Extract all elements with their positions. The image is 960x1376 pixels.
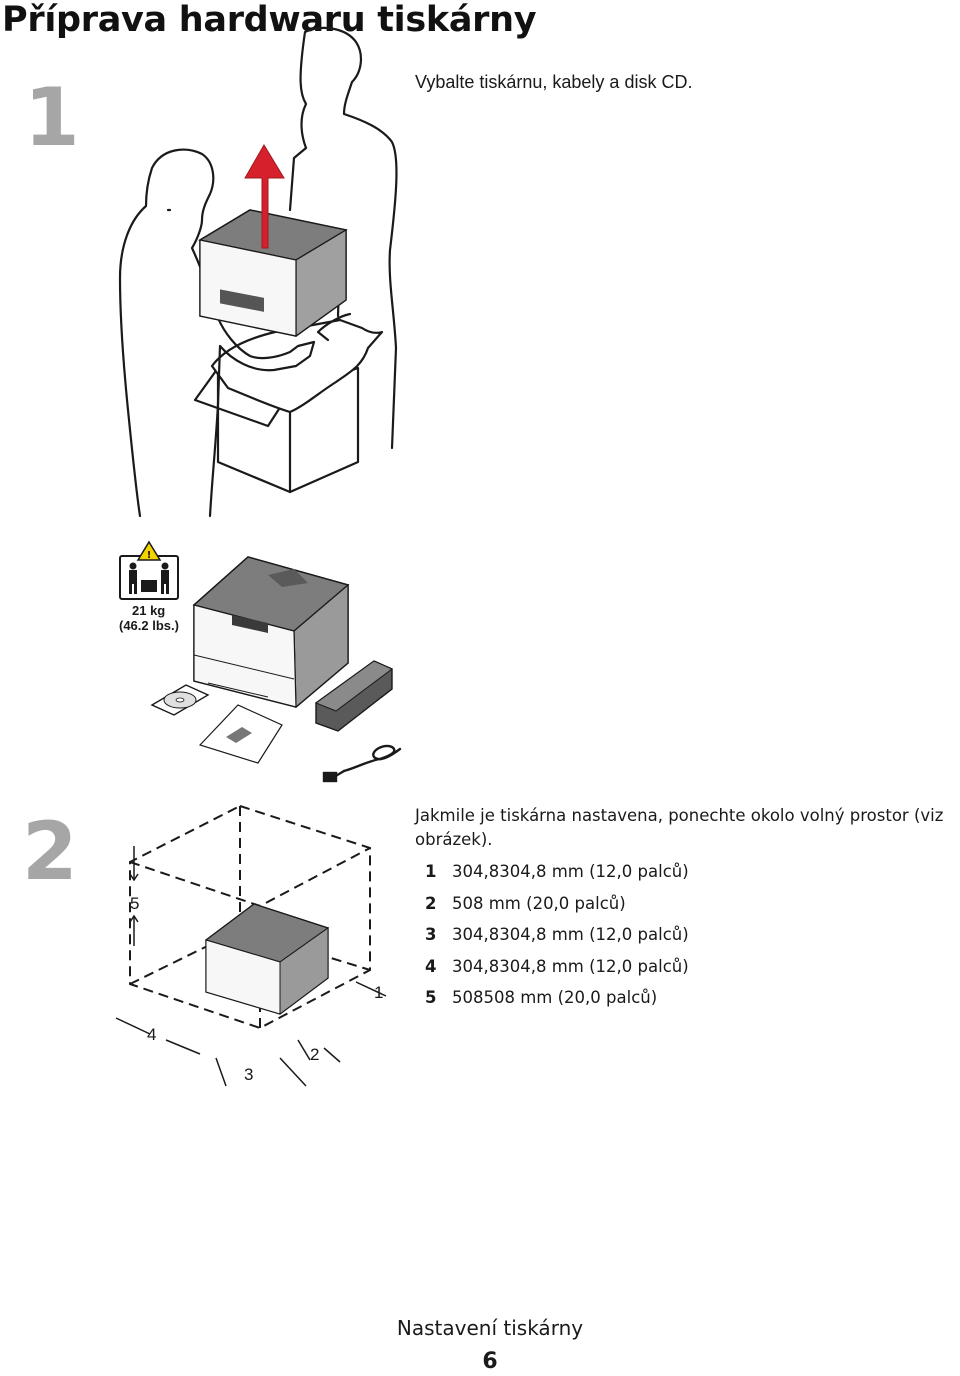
list-item: 4 304,8304,8 mm (12,0 palců) bbox=[425, 955, 689, 987]
person-back bbox=[299, 26, 398, 450]
step-1-number: 1 bbox=[24, 71, 80, 164]
setup-sheet bbox=[198, 704, 283, 764]
step-2-number: 2 bbox=[22, 805, 78, 898]
list-item: 5 508508 mm (20,0 palců) bbox=[425, 986, 689, 1018]
diagram-label-2: 2 bbox=[310, 1045, 319, 1064]
clearance-number: 2 bbox=[425, 893, 437, 913]
footer-section-title: Nastavení tiskárny bbox=[396, 1316, 584, 1340]
lift-arrow-icon bbox=[244, 144, 285, 249]
printer-clearance bbox=[204, 903, 330, 1015]
list-item: 2 508 mm (20,0 palců) bbox=[425, 892, 689, 924]
printer-lifted bbox=[198, 209, 348, 338]
clearance-list: 1 304,8304,8 mm (12,0 palců) 2 508 mm (20,… bbox=[425, 860, 689, 1018]
power-cord bbox=[322, 744, 402, 783]
two-person-lift-icon: ! bbox=[119, 540, 179, 600]
package-contents-illustration bbox=[150, 556, 402, 783]
diagram-label-3: 3 bbox=[244, 1065, 253, 1084]
diagram-label-1: 1 bbox=[374, 983, 383, 1002]
clearance-number: 1 bbox=[425, 862, 437, 881]
step-2-instruction: Jakmile je tiskárna nastavena, ponechte … bbox=[415, 804, 960, 852]
cd-disk bbox=[150, 684, 210, 716]
weight-label-kg: 21 kg bbox=[132, 603, 166, 618]
clearance-number: 5 bbox=[425, 988, 437, 1007]
clearance-number: 3 bbox=[425, 925, 437, 944]
step-2-instruction-line-2: obrázek). bbox=[415, 830, 493, 849]
clearance-number: 4 bbox=[425, 956, 437, 976]
step-2-instruction-line-1: Jakmile je tiskárna nastavena, ponechte … bbox=[415, 806, 944, 825]
clearance-text: 304,8304,8 mm (12,0 palců) bbox=[452, 956, 689, 976]
warning-icon bbox=[136, 540, 162, 561]
page-title: Příprava hardwaru tiskárny bbox=[2, 0, 537, 40]
list-item: 3 304,8304,8 mm (12,0 palců) bbox=[425, 923, 689, 955]
clearance-text: 508508 mm (20,0 palců) bbox=[452, 988, 658, 1007]
diagram-label-5: 5 bbox=[130, 894, 139, 913]
clearance-text: 508 mm (20,0 palců) bbox=[452, 893, 626, 913]
page-number: 6 bbox=[482, 1349, 498, 1374]
clearance-text: 304,8304,8 mm (12,0 palců) bbox=[452, 862, 689, 881]
step-1-instruction: Vybalte tiskárnu, kabely a disk CD. bbox=[415, 72, 693, 92]
unpacking-illustration bbox=[118, 26, 398, 518]
diagram-label-4: 4 bbox=[147, 1025, 156, 1044]
weight-label-lbs: (46.2 lbs.) bbox=[119, 618, 179, 633]
svg-text:!: ! bbox=[147, 550, 152, 561]
clearance-diagram: 5 4 3 2 1 bbox=[115, 804, 387, 1087]
clearance-text: 304,8304,8 mm (12,0 palců) bbox=[452, 925, 689, 944]
list-item: 1 304,8304,8 mm (12,0 palců) bbox=[425, 860, 689, 892]
printer bbox=[192, 556, 350, 709]
